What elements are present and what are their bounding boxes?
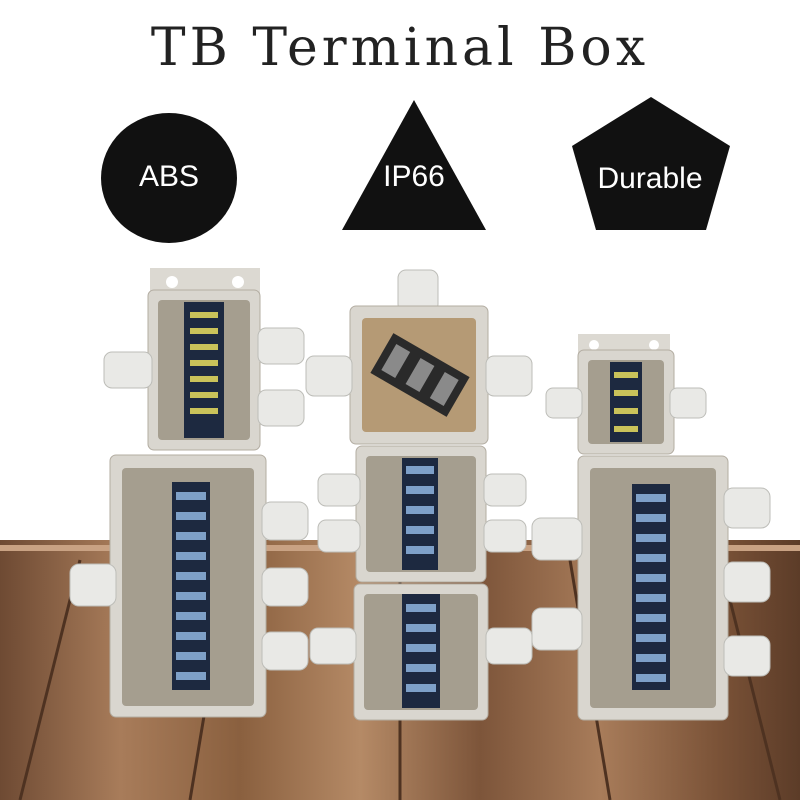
terminal-box-open-middle (349, 305, 489, 445)
abs-badge-label: ABS (138, 160, 200, 193)
terminal-box-middle-upper (355, 445, 487, 583)
cable-gland (103, 327, 305, 427)
terminal-box-large-right (577, 455, 729, 721)
terminal-box-middle-lower (353, 583, 489, 721)
durable-pentagon-badge (572, 97, 730, 230)
terminal-box-small-left (147, 268, 261, 451)
ip66-triangle-badge (342, 100, 486, 230)
ip66-badge-label: IP66 (383, 160, 445, 193)
badge-shapes (101, 97, 730, 243)
durable-badge-label: Durable (597, 162, 703, 195)
abs-circle-badge (101, 113, 237, 243)
cable-gland (69, 501, 309, 671)
page-title: TB Terminal Box (150, 18, 650, 78)
cable-gland (305, 355, 533, 397)
terminal-box-large-left (109, 454, 267, 718)
cable-gland (317, 473, 527, 553)
terminal-box-small-right (577, 334, 675, 455)
cable-gland (531, 487, 771, 677)
cable-gland (545, 387, 707, 419)
cable-gland (309, 627, 533, 665)
